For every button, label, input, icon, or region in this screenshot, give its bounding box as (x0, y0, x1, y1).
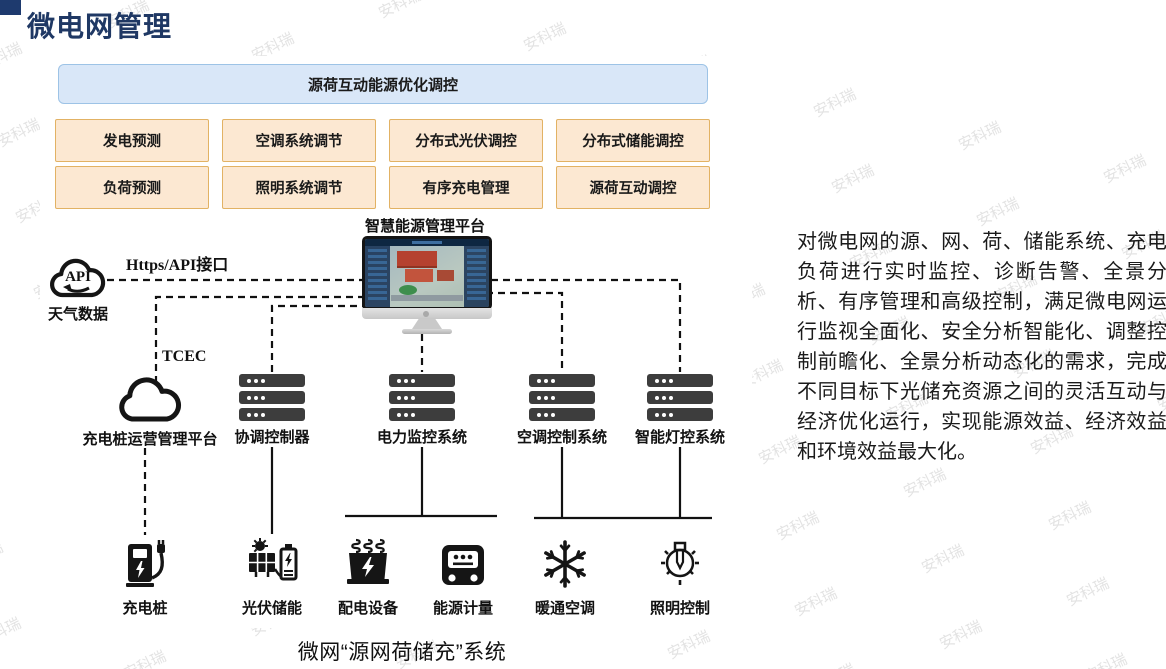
function-box-label: 分布式储能调控 (582, 134, 684, 150)
weather-api-cloud-icon (50, 258, 106, 298)
watermark-text: 安科瑞 (955, 118, 1004, 154)
pv-storage-icon (249, 538, 298, 581)
watermark-text: 安科瑞 (773, 508, 822, 544)
diagram-caption: 微网“源网荷储充”系统 (297, 641, 507, 664)
watermark-text: 安科瑞 (0, 39, 25, 75)
monitor-base (402, 329, 452, 334)
watermark-text: 安科瑞 (973, 194, 1022, 230)
function-box: 分布式储能调控 (556, 119, 710, 162)
watermark-text: 安科瑞 (918, 541, 967, 577)
server-icon (389, 374, 455, 425)
monitor-chin (362, 308, 492, 319)
watermark-text: 安科瑞 (0, 115, 43, 151)
device-label: 暖通空调 (534, 600, 595, 617)
subsystem-label: 协调控制器 (234, 429, 310, 446)
watermark-text: 安科瑞 (1045, 498, 1094, 534)
function-box-label: 负荷预测 (103, 181, 161, 197)
function-box: 照明系统调节 (222, 166, 376, 209)
watermark-text: 安科瑞 (664, 627, 713, 663)
subsystem-label: 空调控制系统 (516, 429, 607, 446)
function-box: 发电预测 (55, 119, 209, 162)
subsystem-label: 智能灯控系统 (634, 429, 725, 446)
monitor-screen (365, 239, 489, 307)
watermark-text: 安科瑞 (375, 0, 424, 22)
function-box-label: 分布式光伏调控 (415, 134, 517, 150)
server-icon (239, 374, 305, 425)
weather-data-label: 天气数据 (47, 306, 108, 323)
transformer-icon (347, 538, 389, 584)
server-icon (647, 374, 713, 425)
server-icon (529, 374, 595, 425)
description-paragraph: 对微电网的源、网、荷、储能系统、充电负荷进行实时监控、诊断告警、全景分析、有序管… (797, 231, 1166, 463)
api-cloud-text: API (65, 269, 91, 285)
function-box: 负荷预测 (55, 166, 209, 209)
device-label: 照明控制 (649, 600, 710, 617)
optimization-box: 源荷互动能源优化调控 (58, 64, 708, 104)
watermark-text: 安科瑞 (1081, 650, 1130, 669)
watermark-text: 安科瑞 (0, 614, 24, 650)
watermark-text: 安科瑞 (1063, 574, 1112, 610)
watermark-text: 安科瑞 (936, 617, 985, 653)
device-label: 配电设备 (337, 600, 398, 617)
light-bulb-icon (661, 541, 699, 585)
function-box-label: 空调系统调节 (255, 134, 343, 150)
function-box-label: 照明系统调节 (255, 181, 343, 197)
watermark-text: 安科瑞 (828, 161, 877, 197)
page-title: 微电网管理 (27, 11, 173, 42)
function-box-label: 源荷互动调控 (589, 181, 677, 197)
tcec-protocol-label: TCEC (162, 348, 207, 365)
watermark-text: 安科瑞 (0, 538, 6, 574)
device-label: 充电桩 (122, 600, 168, 617)
subsystem-label: 电力监控系统 (376, 429, 467, 446)
watermark-text: 安科瑞 (809, 658, 859, 669)
function-box-label: 发电预测 (103, 134, 161, 150)
device-label: 光伏储能 (241, 600, 302, 617)
function-box-label: 有序充电管理 (422, 181, 510, 197)
function-box: 源荷互动调控 (556, 166, 710, 209)
optimization-box-label: 源荷互动能源优化调控 (307, 76, 458, 94)
watermark-text: 安科瑞 (120, 647, 169, 669)
function-box: 空调系统调节 (222, 119, 376, 162)
monitor (362, 236, 492, 310)
function-box: 分布式光伏调控 (389, 119, 543, 162)
function-box: 有序充电管理 (389, 166, 543, 209)
watermark-text: 安科瑞 (810, 85, 859, 121)
watermark-text: 安科瑞 (791, 584, 840, 620)
snowflake-icon (544, 540, 586, 588)
corner-logo-fragment (0, 0, 21, 15)
charging-platform-label: 充电桩运营管理平台 (82, 431, 218, 448)
watermark-text: 安科瑞 (520, 19, 569, 55)
charging-pile-icon (126, 540, 165, 587)
platform-label: 智慧能源管理平台 (364, 218, 485, 235)
watermark-text: 安科瑞 (1100, 151, 1149, 187)
energy-meter-icon (442, 545, 484, 585)
device-label: 能源计量 (432, 600, 493, 617)
charging-platform-cloud-icon (119, 377, 181, 422)
https-api-link-label: Https/API接口 (126, 257, 229, 274)
watermark-text: 安科瑞 (900, 465, 949, 501)
